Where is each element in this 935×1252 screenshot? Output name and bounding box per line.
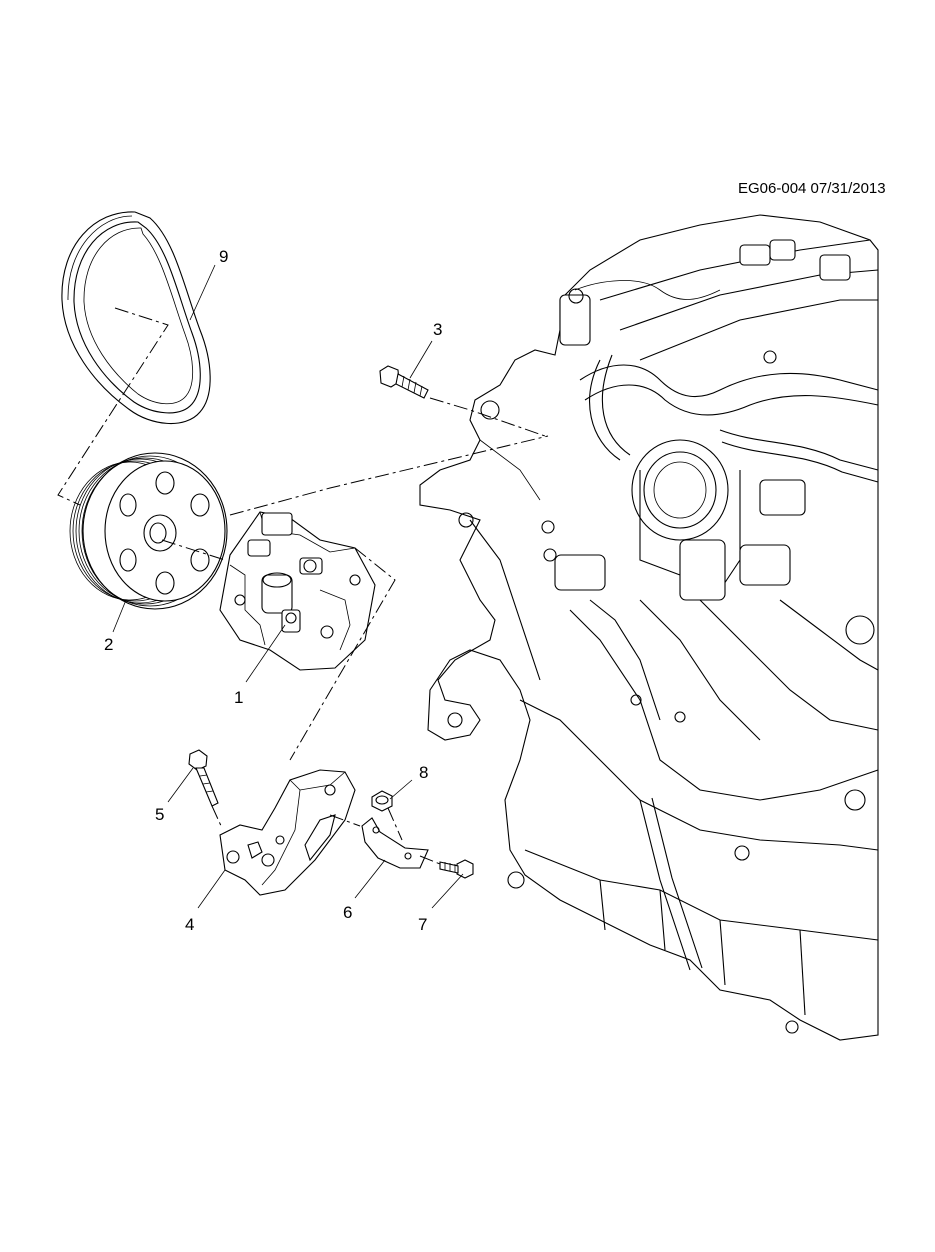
alignment-lines <box>57 307 549 865</box>
callout-6: 6 <box>343 903 353 922</box>
drive-belt <box>61 211 211 424</box>
callout-3: 3 <box>433 320 443 339</box>
callout-1: 1 <box>234 688 244 707</box>
callout-7: 7 <box>418 915 428 934</box>
mounting-bolt-3 <box>379 365 429 399</box>
mounting-bracket <box>219 769 356 896</box>
mounting-bolt-7 <box>439 859 474 879</box>
callout-leader-lines <box>112 264 464 909</box>
drawing-code: EG06-004 07/31/2013 <box>738 180 886 197</box>
engine-assembly <box>419 214 879 1041</box>
mounting-bolt-5 <box>188 749 219 807</box>
callout-2: 2 <box>104 635 114 654</box>
callout-5: 5 <box>155 805 165 824</box>
nut-8 <box>371 790 393 812</box>
callout-4: 4 <box>185 915 195 934</box>
callout-9: 9 <box>219 247 229 266</box>
power-steering-pump <box>219 511 376 671</box>
heat-shield <box>361 817 429 869</box>
callout-8: 8 <box>419 763 429 782</box>
pulley <box>69 452 228 610</box>
